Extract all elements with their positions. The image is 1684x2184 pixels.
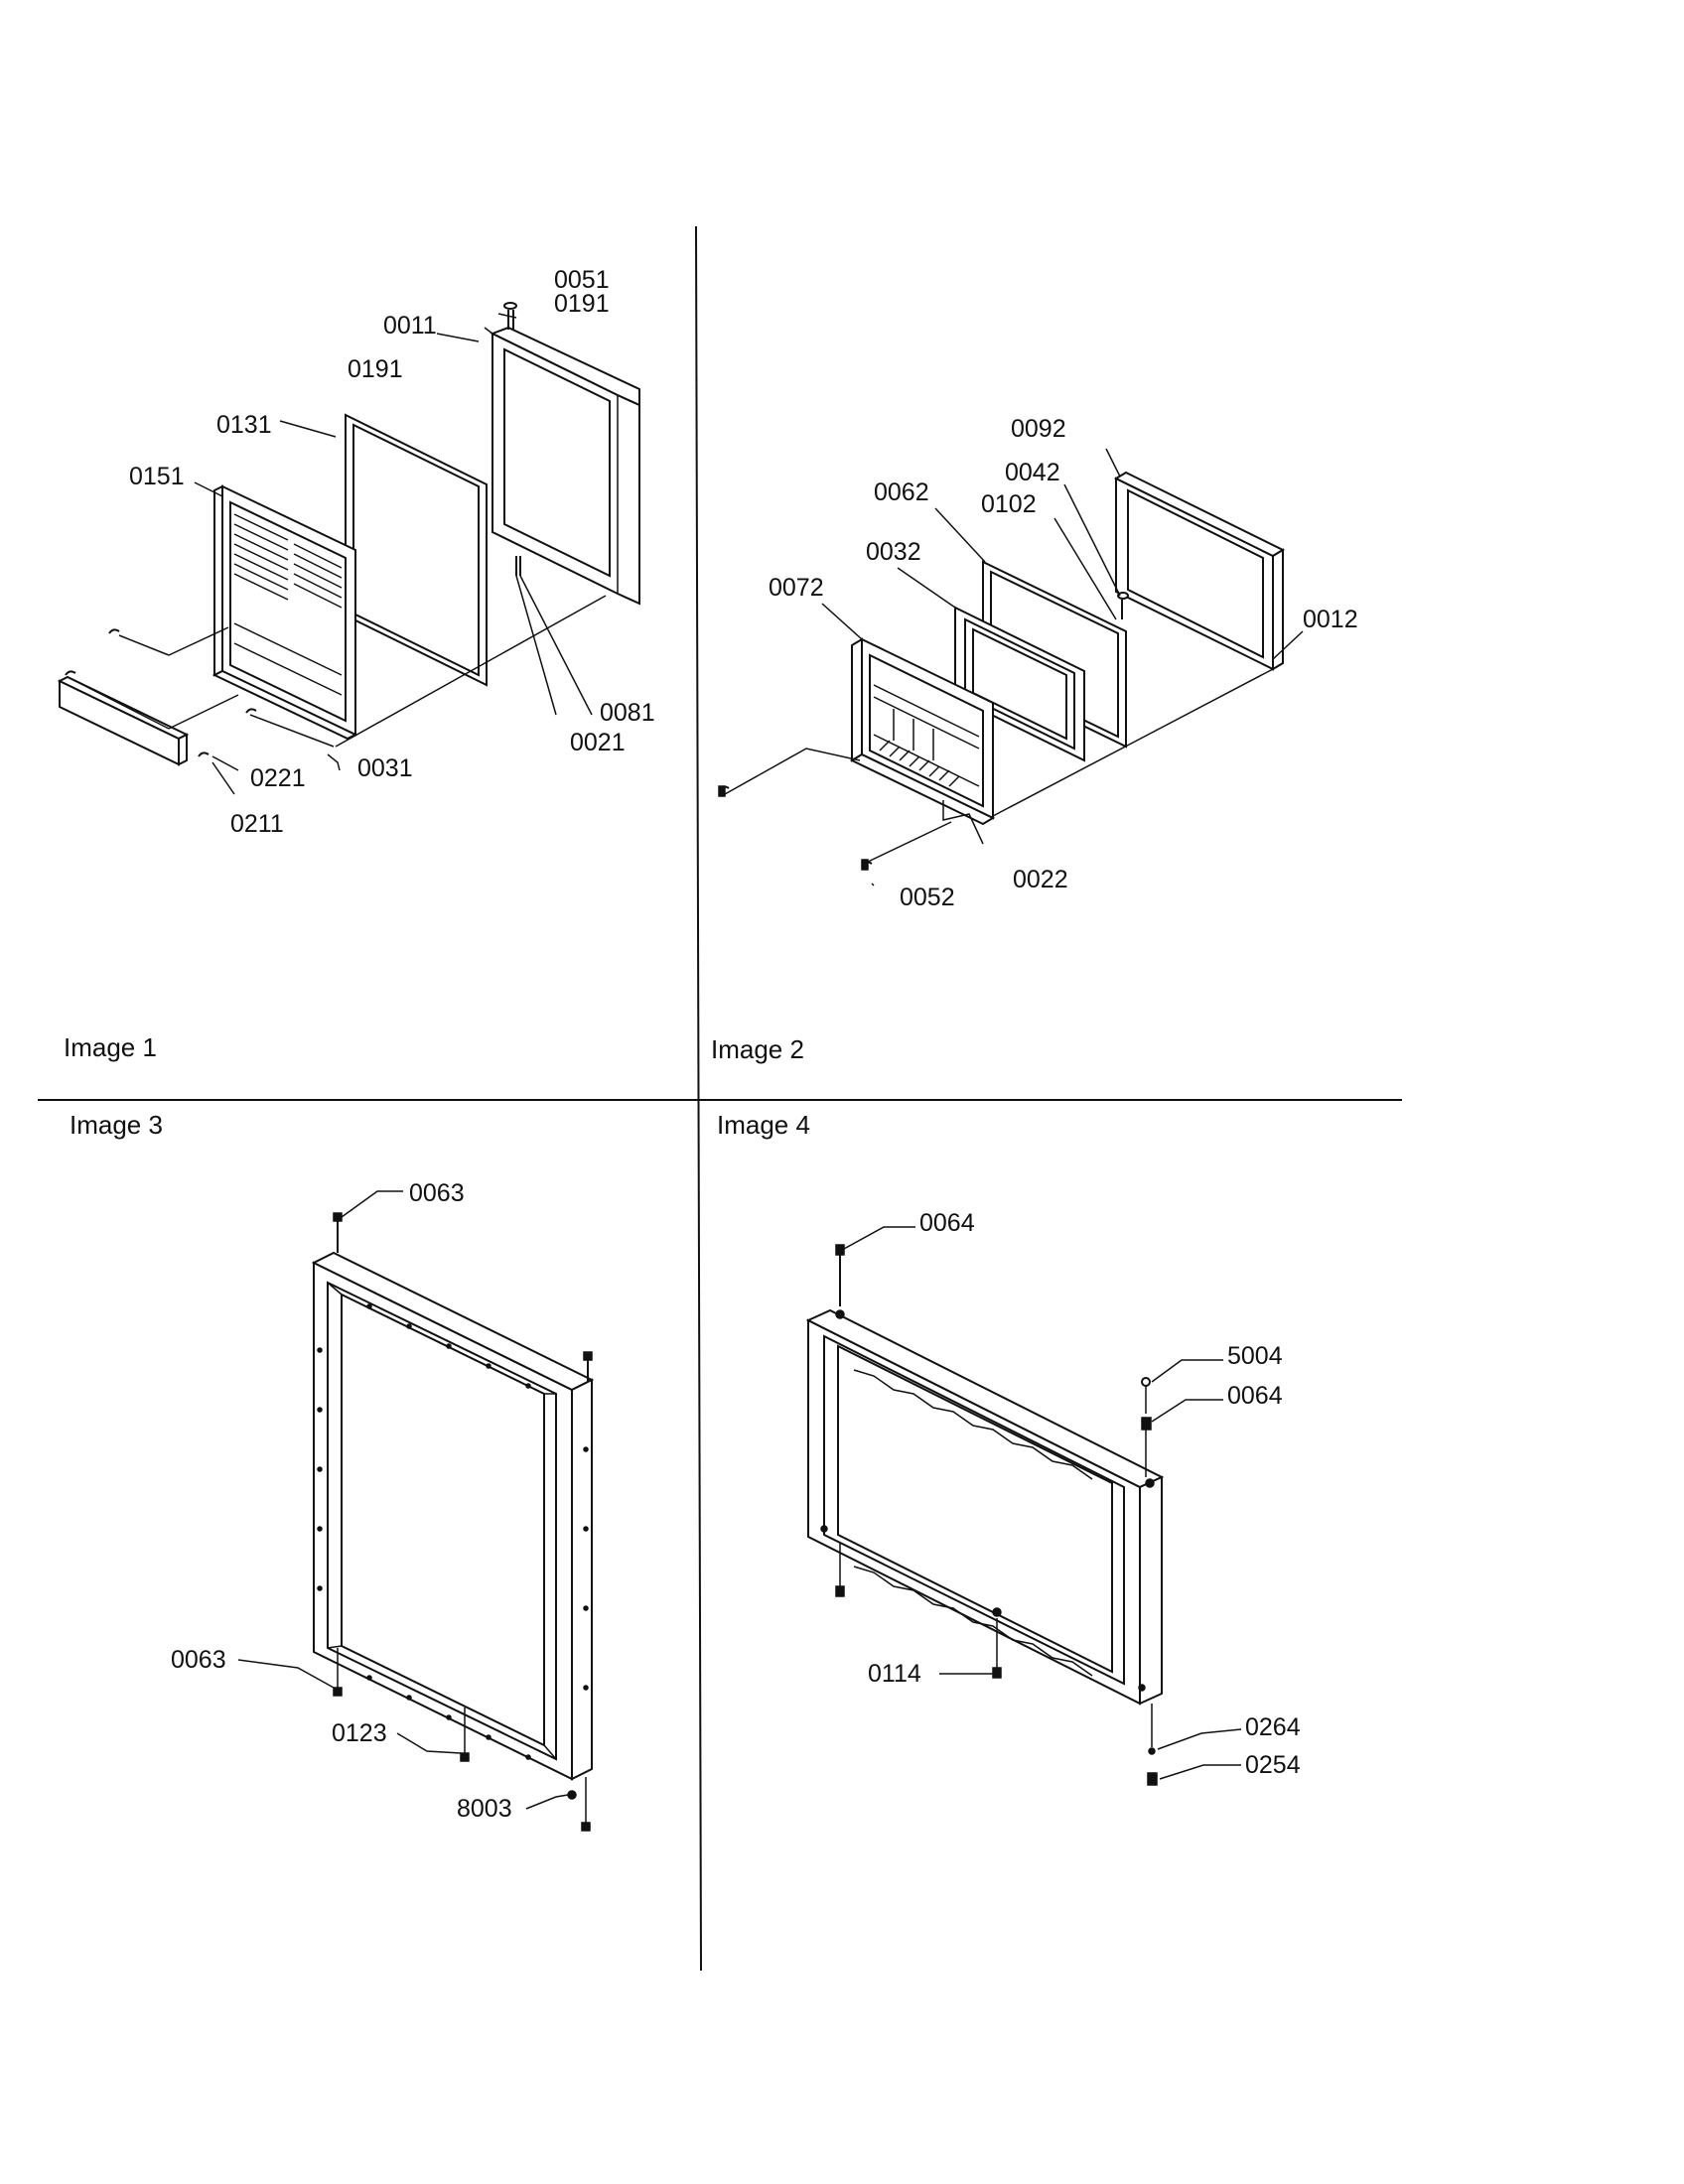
callout-0221: 0221 [250, 764, 306, 792]
callout-0092: 0092 [1011, 415, 1066, 443]
callout-0131: 0131 [216, 411, 272, 439]
callout-0072: 0072 [769, 574, 824, 602]
door-outer-frame [490, 326, 640, 606]
panel-3-leaders [237, 1190, 569, 1810]
panel-1-door-assembly [57, 302, 640, 795]
hinge-pin-2 [1117, 592, 1129, 619]
panel-4-hardware [835, 1244, 1158, 1786]
door-outer-frame-2 [1113, 471, 1286, 671]
panel-1-labels: 0051 0191 0011 0191 0131 0151 0081 0021 … [129, 266, 655, 838]
callout-0031: 0031 [357, 754, 413, 782]
callout-0021: 0021 [570, 729, 626, 756]
callout-0062: 0062 [874, 478, 929, 506]
callout-0063-top: 0063 [409, 1179, 465, 1207]
callout-0064-top: 0064 [919, 1209, 975, 1237]
panel-3-hardware [333, 1212, 593, 1832]
panel-1-leaders [70, 313, 607, 795]
breaker-frame [954, 606, 1085, 762]
panel-2-caption: Image 2 [711, 1034, 804, 1064]
panel-2-clips [718, 785, 873, 871]
door-inner-liner [211, 484, 358, 741]
frame-screw-holes-4 [820, 1309, 1155, 1692]
callout-0081: 0081 [600, 699, 655, 727]
callout-0051: 0051 [554, 266, 610, 294]
callout-0254: 0254 [1245, 1751, 1301, 1779]
panel-3-labels: 0063 0063 0123 8003 [171, 1179, 512, 1823]
callout-0123: 0123 [332, 1719, 387, 1747]
callout-0064-right: 0064 [1227, 1382, 1283, 1410]
callout-0191-top: 0191 [554, 290, 610, 318]
panel-1-caption: Image 1 [64, 1032, 157, 1062]
shelf-clips [65, 628, 257, 757]
callout-0022: 0022 [1013, 866, 1068, 893]
door-gasket [345, 413, 488, 687]
callout-0114: 0114 [868, 1660, 921, 1688]
callout-0042: 0042 [1005, 459, 1060, 486]
panel-2-leaders [724, 448, 1304, 887]
panel-4-door-frame [805, 1308, 1165, 1706]
frame-screw-holes-3 [317, 1303, 589, 1760]
callout-0032: 0032 [866, 538, 921, 566]
callout-0012: 0012 [1303, 606, 1358, 633]
panel-4-labels: 0064 5004 0064 0114 0264 0254 [868, 1209, 1301, 1779]
vertical-divider [695, 225, 702, 1972]
panel-2-labels: 0092 0062 0042 0102 0032 0072 0012 0022 … [769, 415, 1358, 911]
panel-4-leaders [843, 1226, 1242, 1780]
panel-4-caption: Image 4 [717, 1110, 810, 1140]
panel-3-caption: Image 3 [70, 1110, 163, 1140]
panel-2-door-assembly [718, 448, 1304, 887]
door-inner-liner-2 [849, 637, 996, 826]
panel-3-door-frame [311, 1251, 595, 1781]
callout-0011: 0011 [383, 312, 437, 340]
callout-0151: 0151 [129, 463, 185, 490]
callout-5004: 5004 [1227, 1342, 1283, 1370]
bottom-hinge-pin [515, 556, 521, 576]
callout-8003: 8003 [457, 1795, 512, 1823]
callout-0211: 0211 [230, 810, 284, 838]
callout-0102: 0102 [981, 490, 1037, 518]
callout-0063-bottom: 0063 [171, 1646, 226, 1674]
callout-0191: 0191 [348, 355, 403, 383]
callout-0264: 0264 [1245, 1713, 1301, 1741]
callout-0052: 0052 [900, 884, 955, 911]
top-hinge-pin [503, 302, 517, 330]
door-shelf-bar [57, 675, 190, 766]
